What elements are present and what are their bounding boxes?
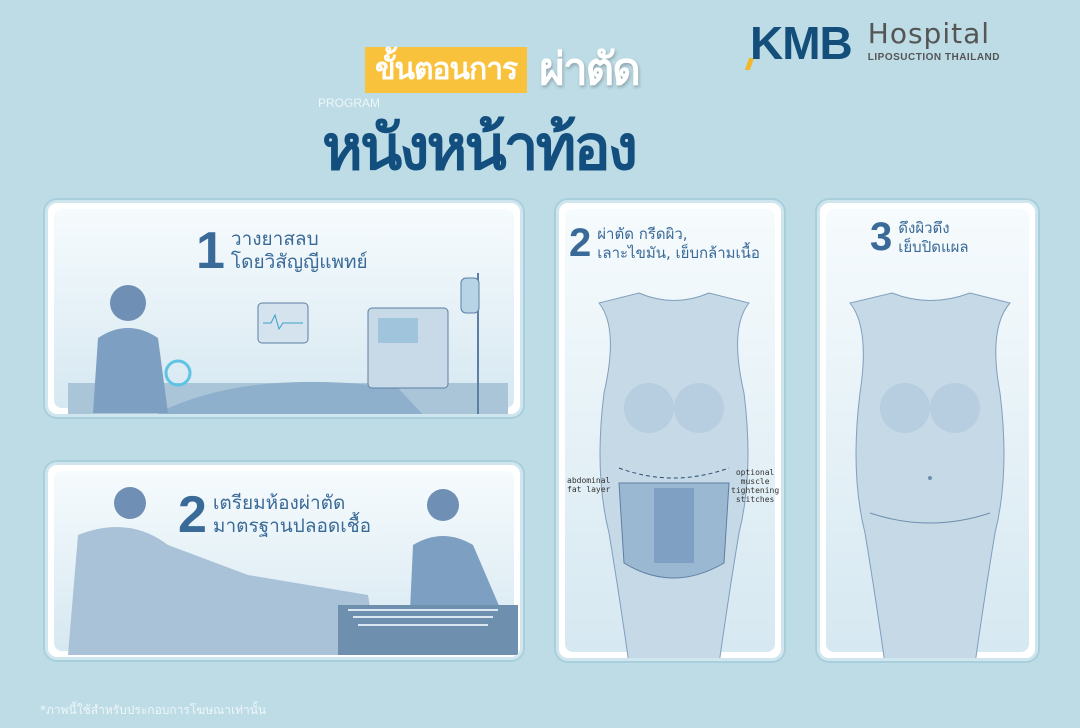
step-number: 1 bbox=[196, 222, 225, 280]
step-text: มาตรฐานปลอดเชื้อ bbox=[212, 515, 372, 537]
abdominoplasty-diagram bbox=[598, 292, 750, 658]
title-row: ขั้นตอนการ ผ่าตัด bbox=[365, 44, 641, 96]
logo: KMB Hospital LIPOSUCTION THAILAND bbox=[750, 16, 1000, 70]
logo-tagline: LIPOSUCTION THAILAND bbox=[867, 52, 1000, 63]
step-number: 3 bbox=[870, 215, 893, 259]
step-text: เย็บปิดแผล bbox=[898, 237, 969, 256]
step-1-heading: 1 วางยาสลบโดยวิสัญญีแพทย์ bbox=[196, 221, 368, 281]
result-body-illustration bbox=[849, 292, 1011, 658]
step-1-panel: 1 วางยาสลบโดยวิสัญญีแพทย์ bbox=[45, 200, 523, 417]
step-text: วางยาสลบ bbox=[230, 228, 319, 250]
step-text: เตรียมห้องผ่าตัด bbox=[212, 492, 346, 514]
footnote: *ภาพนี้ใช้สำหรับประกอบการโฆษณาเท่านั้น bbox=[40, 703, 267, 717]
logo-name: Hospital bbox=[867, 17, 991, 50]
step-number: 2 bbox=[178, 486, 207, 544]
step-2b-panel: 2 ผ่าตัด กรีดผิว,เลาะไขมัน, เย็บกล้ามเนื… bbox=[556, 200, 784, 661]
step-2-heading: 2 เตรียมห้องผ่าตัดมาตรฐานปลอดเชื้อ bbox=[178, 485, 371, 545]
step-text: โดยวิสัญญีแพทย์ bbox=[230, 251, 368, 273]
page-title: หนังหน้าท้อง bbox=[322, 111, 638, 184]
anesthesia-illustration bbox=[68, 273, 508, 414]
title-block: PROGRAM หนังหน้าท้อง bbox=[318, 96, 638, 186]
step-text: ดึงผิวตึง bbox=[898, 218, 950, 237]
step-text: เลาะไขมัน, เย็บกล้ามเนื้อ bbox=[597, 243, 760, 262]
logo-brand: KMB bbox=[750, 17, 853, 69]
step-2-panel: 2 เตรียมห้องผ่าตัดมาตรฐานปลอดเชื้อ bbox=[45, 462, 523, 660]
title-highlight: ขั้นตอนการ bbox=[365, 47, 528, 93]
step-3-panel: 3 ดึงผิวตึงเย็บปิดแผล bbox=[817, 200, 1038, 661]
step-number: 2 bbox=[569, 221, 592, 265]
step-text: ผ่าตัด กรีดผิว, bbox=[597, 224, 688, 243]
operating-room-illustration bbox=[68, 487, 518, 655]
title-accent: ผ่าตัด bbox=[539, 44, 641, 95]
step-3-heading: 3 ดึงผิวตึงเย็บปิดแผล bbox=[870, 215, 969, 260]
program-label: PROGRAM bbox=[318, 96, 381, 110]
step-2b-heading: 2 ผ่าตัด กรีดผิว,เลาะไขมัน, เย็บกล้ามเนื… bbox=[569, 221, 760, 266]
